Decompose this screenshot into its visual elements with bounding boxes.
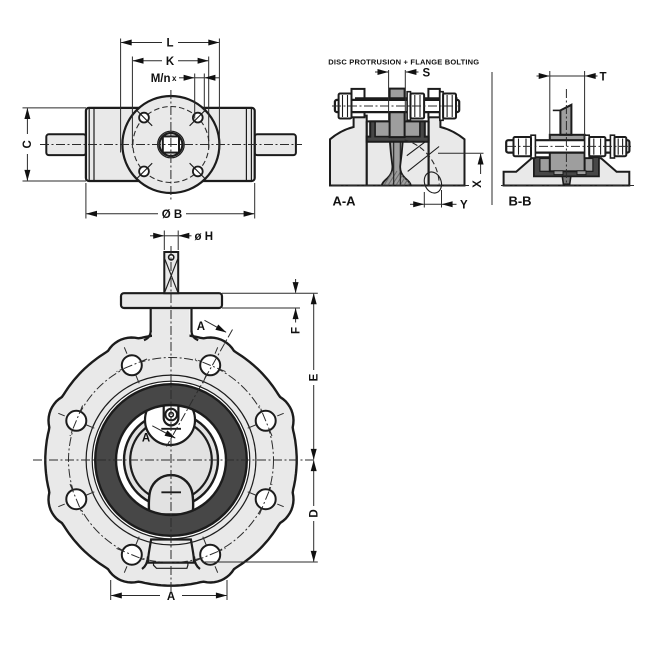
front-view: A A ø H F E D A [33,230,321,603]
section-bb-label: B-B [508,194,531,209]
centerline-tick [194,358,226,373]
top-view: L K M/n x C Ø B [22,38,302,221]
disc-blade-bb [559,103,573,136]
section-aa-label: A-A [332,194,356,209]
edge-line [407,146,440,172]
dim-label-A: A [167,591,175,603]
seat-tab-bb [576,170,587,176]
dim-label-Mn: M/n [151,73,171,85]
drawing-shape [141,556,150,570]
centerline-tick [258,483,273,515]
drawing-shape [190,330,199,342]
section-marker-bottom: A [142,433,150,445]
section-line-aa [166,329,233,447]
centerline-tick [116,358,148,373]
centerline-tick [69,405,84,437]
edge-line [189,109,207,127]
section-arrow-bottom [152,425,176,439]
lower-stem-bb [561,175,572,185]
dim-label-X: X [472,180,484,188]
dim-label-S: S [423,68,431,80]
dim-label-T: T [600,72,607,84]
dim-label-K: K [166,56,175,68]
hatch-line [384,170,394,185]
seat-tab-bb [553,170,564,176]
edge-line [406,141,426,157]
drawing-shape [143,330,152,342]
centerline-tick [69,483,84,515]
section-marker-top: A [197,321,205,333]
disc-swing-arc-aa [404,139,440,185]
drawing-shape [192,556,201,570]
centerline-tick [258,405,273,437]
edge-line [135,109,153,127]
dim-label-D: D [309,509,321,517]
section-arrow-top [204,319,227,333]
section-aa: DISC PROTRUSION + FLANGE BOLTING S X [328,57,493,212]
dim-label-Mn-x: x [172,74,177,83]
dim-label-F: F [291,327,303,334]
section-aa-title: DISC PROTRUSION + FLANGE BOLTING [328,57,479,66]
dim-label-E: E [309,373,321,381]
edge-line [189,162,207,180]
dim-label-L: L [166,38,173,50]
dim-label-oH: ø H [195,231,214,243]
foot-plate-front [152,562,189,569]
hatch-line [388,170,398,185]
dim-label-C: C [22,140,34,148]
centerline-tick [116,547,148,562]
section-bb: T B-B [501,71,634,209]
centerline-tick [194,547,226,562]
dim-label-Y: Y [460,200,468,212]
edge-line [135,162,153,180]
dim-label-OB: Ø B [162,209,182,221]
